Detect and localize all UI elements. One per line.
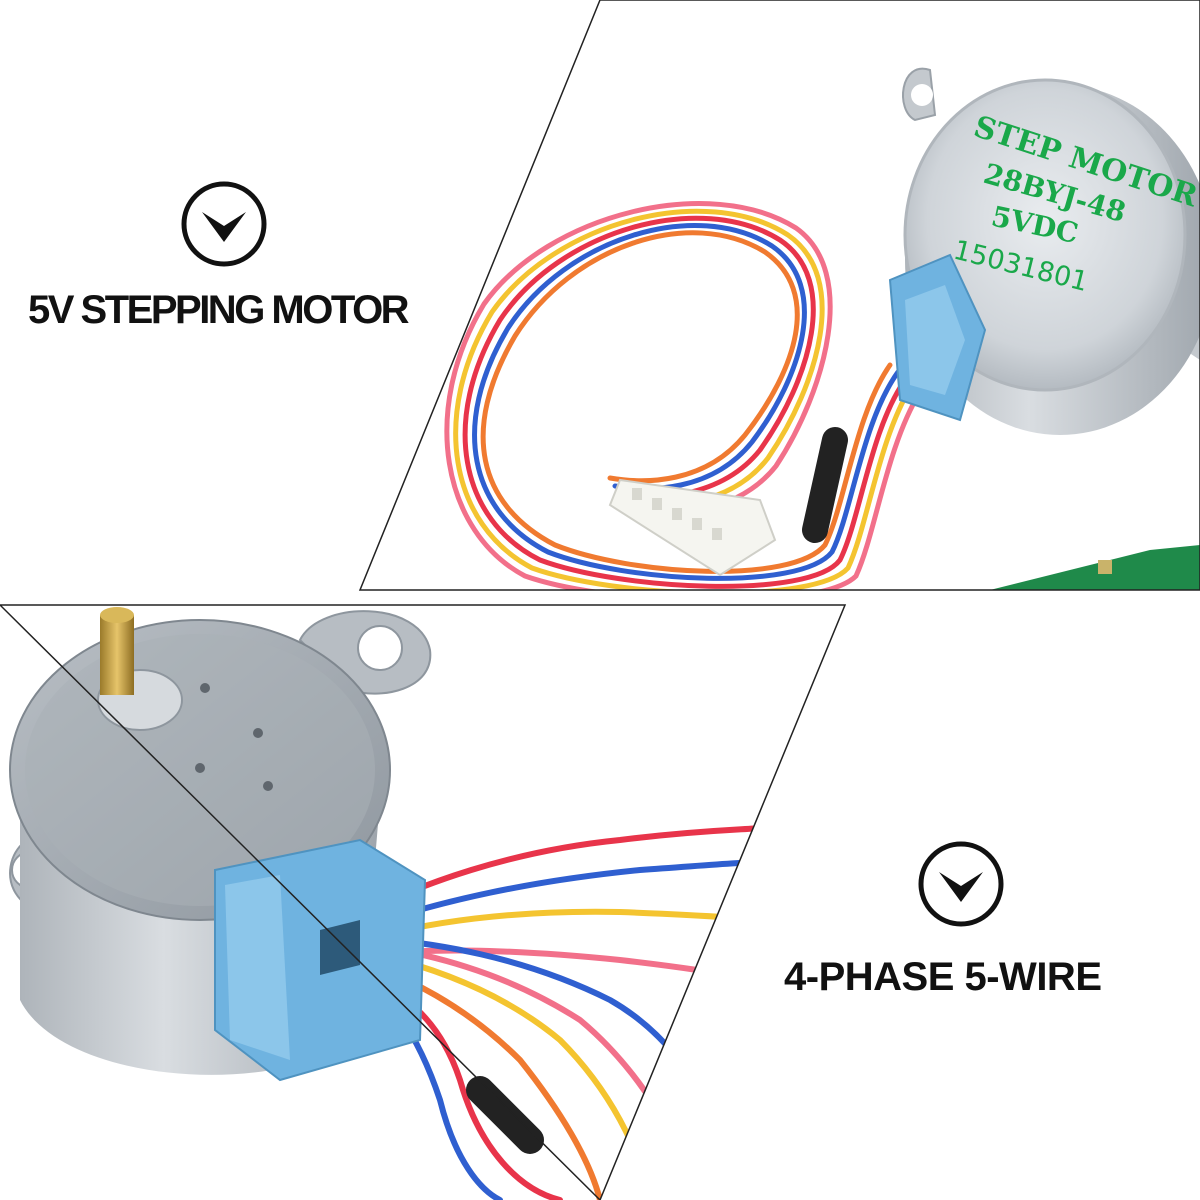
jst-connector bbox=[608, 478, 777, 577]
chevron-down-circle-icon bbox=[918, 841, 1004, 927]
motor-side-view bbox=[9, 607, 432, 1082]
caption-top: 5V STEPPING MOTOR bbox=[28, 288, 410, 332]
chevron-down-circle-icon bbox=[181, 181, 267, 267]
motor-top-view: STEP MOTOR 28BYJ-48 5VDC 15031801 bbox=[888, 67, 1200, 435]
caption-bottom: 4-PHASE 5-WIRE bbox=[784, 955, 1102, 999]
bottom-panel bbox=[0, 604, 847, 1200]
top-panel: STEP MOTOR 28BYJ-48 5VDC 15031801 bbox=[358, 0, 1200, 591]
